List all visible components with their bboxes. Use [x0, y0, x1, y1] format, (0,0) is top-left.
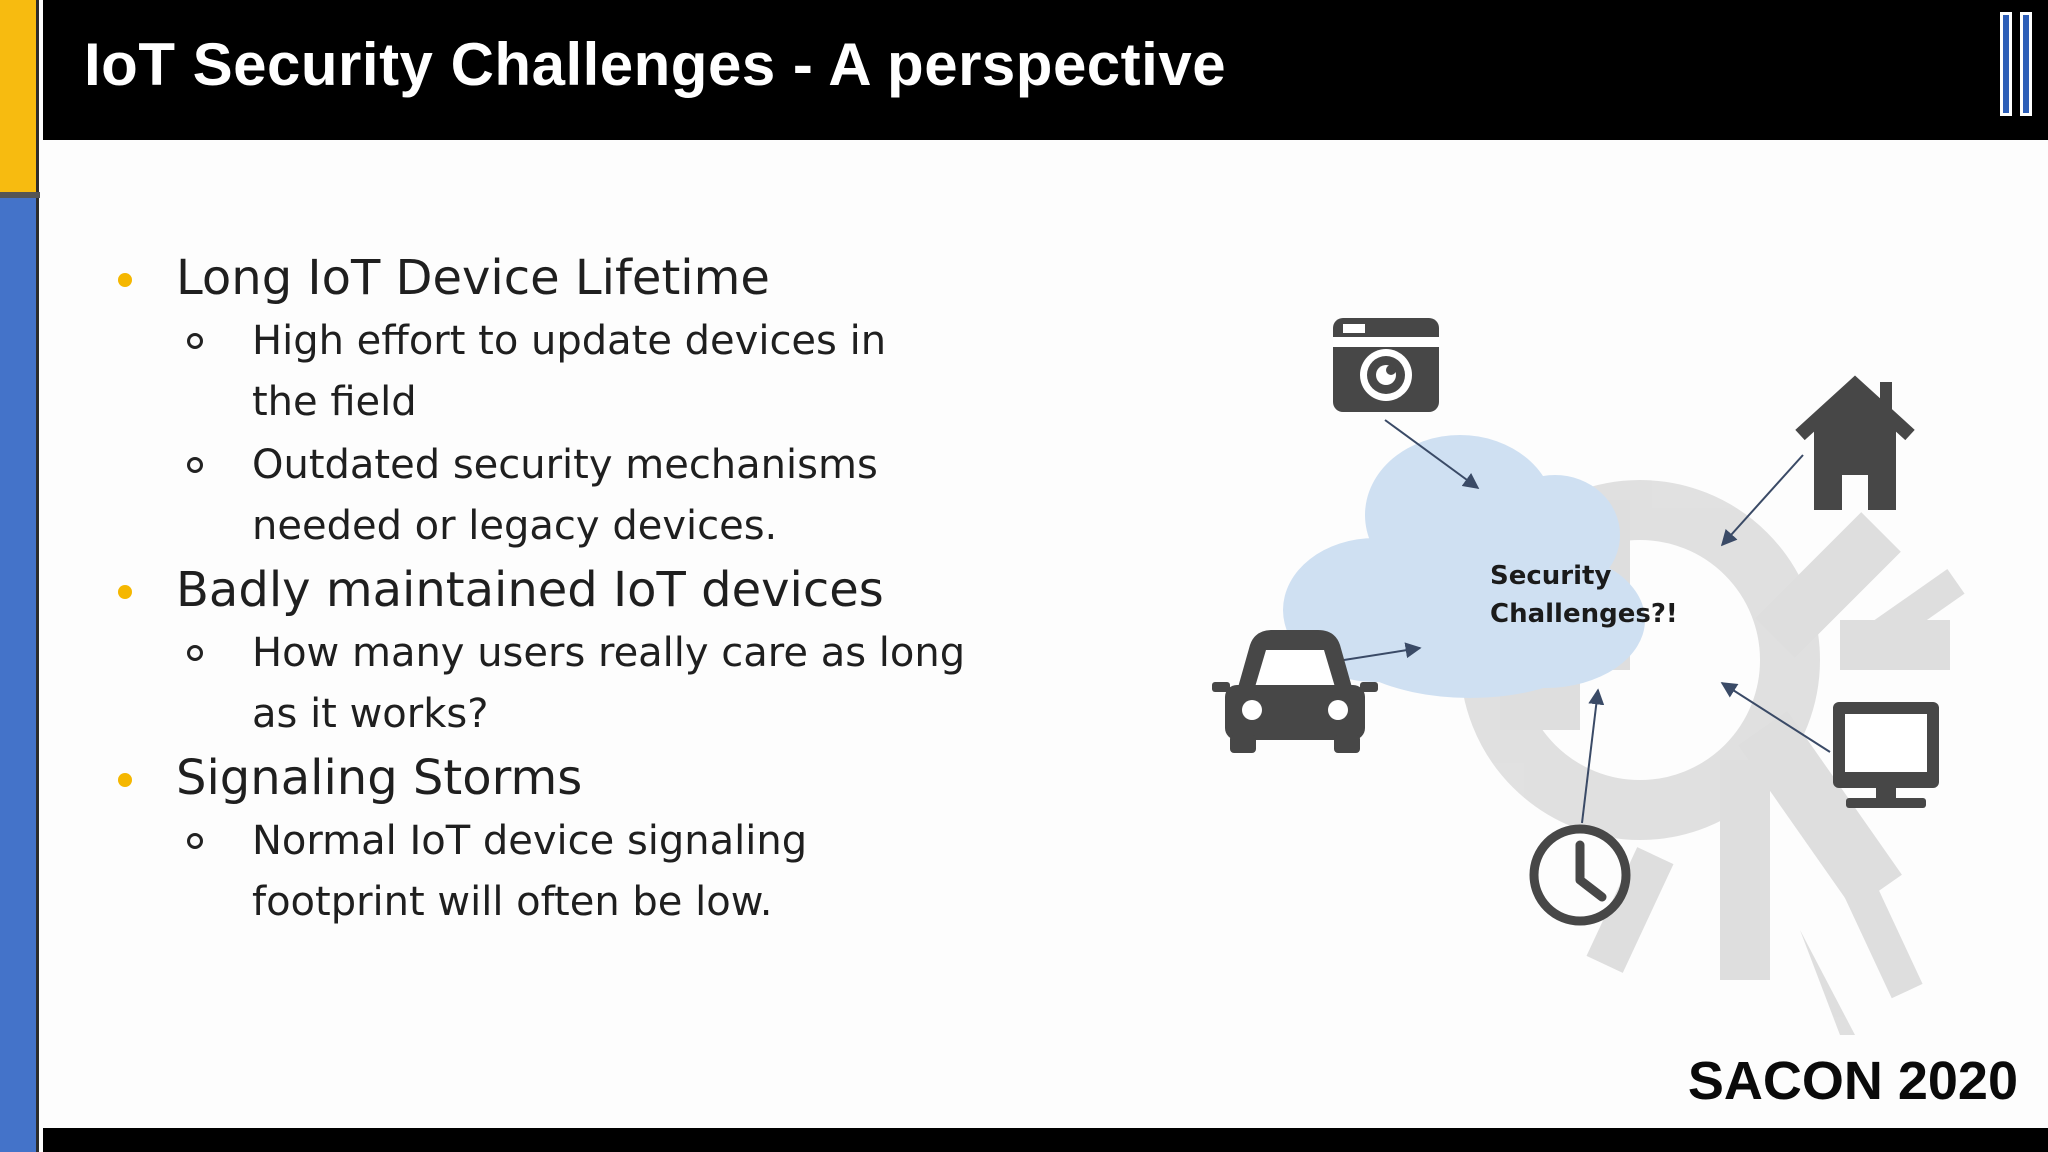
left-accent-blue [0, 198, 39, 1152]
sub-bullet-item: How many users really care as long as it … [110, 623, 1010, 745]
house-icon [1795, 375, 1915, 510]
bullet-list: Long IoT Device Lifetime High effort to … [110, 245, 1010, 933]
bottom-bar [43, 1128, 2048, 1152]
sub-bullet-circle-icon [187, 645, 203, 661]
cloud-label-line-2: Challenges?! [1490, 599, 1678, 629]
bullet-dot-icon [118, 773, 132, 787]
bullet-dot-icon [118, 273, 132, 287]
sub-bullet-circle-icon [187, 833, 203, 849]
sub-bullet-text: Outdated security mechanisms [252, 442, 878, 488]
footer-event-label: SACON 2020 [1687, 1051, 2018, 1111]
sub-bullet-item: High effort to update devices in the fiel… [110, 311, 1010, 433]
sub-bullet-text: as it works? [252, 691, 489, 737]
bullet-item: Long IoT Device Lifetime [110, 247, 1010, 309]
slide-title: IoT Security Challenges - A perspective [84, 31, 1227, 98]
sub-bullet-item: Normal IoT device signaling footprint wil… [110, 811, 1010, 933]
sub-bullet-text: High effort to update devices in [252, 318, 887, 364]
bullet-text: Signaling Storms [176, 750, 583, 806]
cloud-label-line-1: Security [1490, 561, 1611, 591]
bullet-item: Badly maintained IoT devices [110, 559, 1010, 621]
title-bar [43, 0, 2048, 140]
logo-mark-icon [2000, 12, 2036, 116]
sub-bullet-text: How many users really care as long [252, 630, 966, 676]
sub-bullet-text: footprint will often be low. [252, 879, 773, 925]
bullet-item: Signaling Storms [110, 747, 1010, 809]
monitor-icon [1833, 702, 1939, 808]
sub-bullet-circle-icon [187, 333, 203, 349]
sub-bullet-item: Outdated security mechanisms needed or le… [110, 435, 1010, 557]
camera-icon [1333, 318, 1439, 412]
bullet-text: Badly maintained IoT devices [176, 562, 884, 618]
bullet-text: Long IoT Device Lifetime [176, 250, 770, 306]
sub-bullet-text: Normal IoT device signaling [252, 818, 808, 864]
car-icon [1212, 630, 1378, 753]
iot-diagram: Security Challenges?! [1212, 318, 1965, 1035]
sub-bullet-circle-icon [187, 457, 203, 473]
bullet-dot-icon [118, 585, 132, 599]
sub-bullet-text: needed or legacy devices. [252, 503, 778, 549]
clock-icon [1529, 824, 1631, 926]
left-accent-yellow [0, 0, 39, 194]
sub-bullet-text: the field [252, 379, 417, 425]
left-accent-divider [0, 192, 40, 198]
